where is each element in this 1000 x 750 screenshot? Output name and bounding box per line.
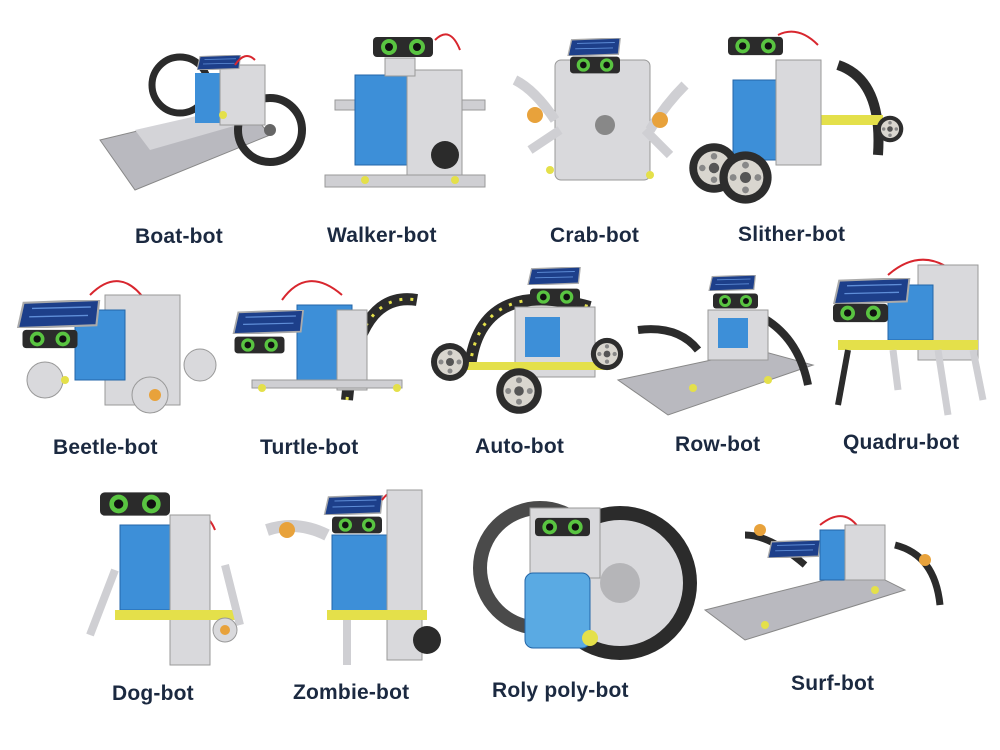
bot-label-auto: Auto-bot (475, 435, 565, 458)
boat-bot-image (99, 53, 306, 191)
slither-bot-image (689, 30, 904, 204)
turtle-bot-image (232, 280, 418, 401)
bot-label-walker: Walker-bot (327, 224, 437, 247)
auto-bot-image (431, 267, 624, 414)
bot-label-zombie: Zombie-bot (293, 681, 410, 704)
beetle-bot-image (16, 280, 217, 414)
bot-label-row: Row-bot (675, 433, 761, 456)
bot-label-boat: Boat-bot (135, 225, 223, 248)
dog-bot-image (86, 492, 244, 666)
bot-label-dog: Dog-bot (112, 682, 194, 705)
bot-label-crab: Crab-bot (550, 224, 640, 247)
rolypoly-bot-image (473, 501, 697, 660)
bot-label-turtle: Turtle-bot (260, 436, 359, 459)
bot-label-surf: Surf-bot (791, 672, 875, 695)
zombie-bot-image (265, 489, 441, 665)
row-bot-image (616, 275, 815, 416)
walker-bot-image (324, 33, 486, 188)
bot-label-rolypoly: Roly poly-bot (492, 679, 629, 702)
bot-label-beetle: Beetle-bot (53, 436, 158, 459)
surf-bot-image (703, 515, 944, 641)
crab-bot-image (512, 38, 689, 181)
bot-label-quadru: Quadru-bot (843, 431, 960, 454)
quadru-bot-image (832, 258, 987, 416)
bot-label-slither: Slither-bot (738, 223, 846, 246)
